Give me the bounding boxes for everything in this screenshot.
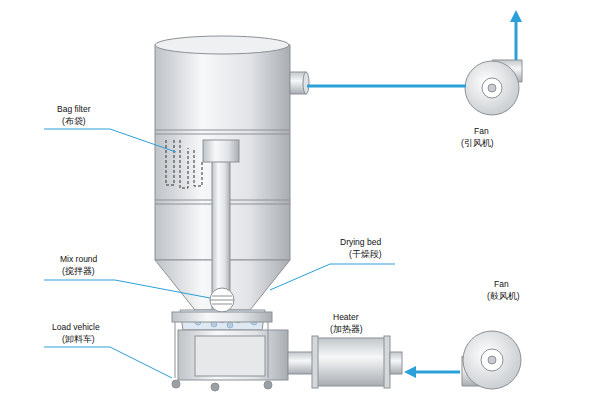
part-name-chinese: (引风机) — [461, 139, 494, 148]
leader-lines — [44, 129, 395, 378]
heater — [288, 336, 402, 388]
center-pipe — [203, 140, 239, 323]
part-name: Heater — [333, 313, 359, 322]
exhaust-fan — [465, 60, 522, 115]
part-name: Bag filter — [57, 105, 91, 114]
part-name: Drying bed — [340, 238, 381, 247]
bag-filter-bags — [166, 140, 202, 188]
part-name-chinese: (干燥段) — [349, 250, 382, 259]
part-name: Load vehicle — [52, 323, 100, 332]
part-name: Fan — [474, 127, 489, 136]
part-name-chinese: (鼓风机) — [487, 292, 520, 301]
part-name-chinese: (卸料车) — [62, 335, 95, 344]
dryer-body — [155, 36, 309, 310]
load-vehicle — [172, 312, 288, 391]
part-name: Fan — [494, 280, 509, 289]
part-name-chinese: (布袋) — [62, 117, 86, 126]
part-name: Mix round — [60, 255, 97, 264]
air-flow — [307, 16, 516, 372]
part-name-chinese: (加热器) — [330, 325, 363, 334]
blower-fan — [462, 331, 521, 389]
part-name-chinese: (搅拌器) — [62, 267, 95, 276]
